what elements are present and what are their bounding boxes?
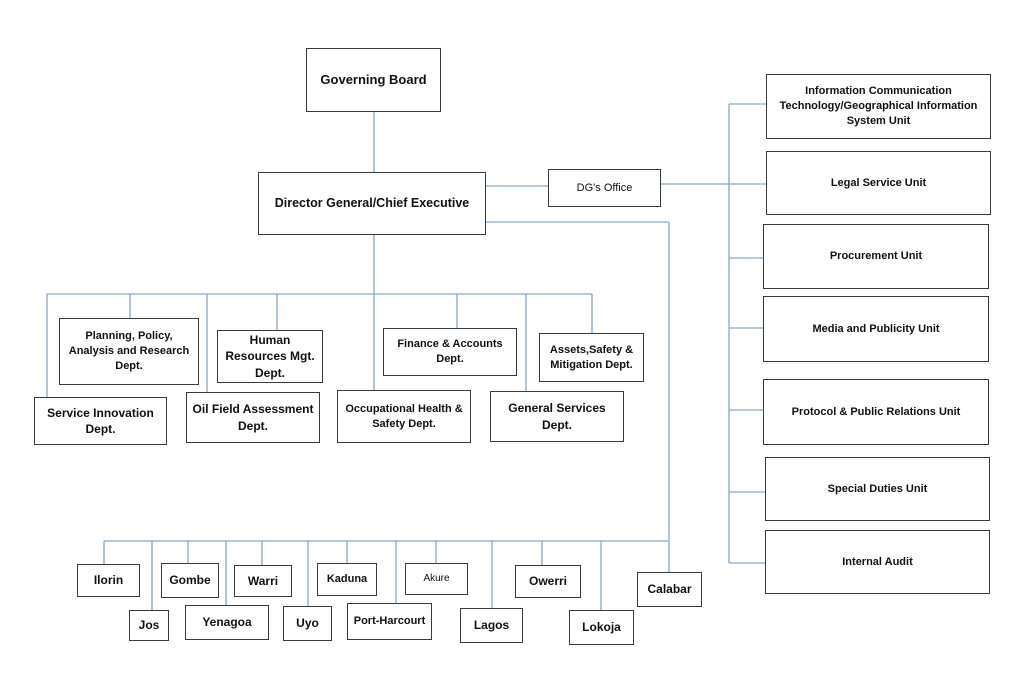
procurement-unit-label: Procurement Unit — [829, 250, 923, 263]
zone-lagos-label: Lagos — [473, 618, 510, 633]
zone-owerri-box: Owerri — [515, 565, 581, 598]
zone-port-harcourt-box: Port-Harcourt — [347, 603, 432, 640]
internal-audit-label: Internal Audit — [842, 555, 913, 568]
zone-gombe-label: Gombe — [169, 573, 211, 588]
finance-dept-label: Finance & Accounts Dept. — [397, 338, 503, 365]
ict-unit-box: Information Communication Technology/Geo… — [766, 74, 991, 139]
director-general-box: Director General/Chief Executive — [258, 172, 486, 235]
hr-dept-label: Human Resources Mgt. Dept. — [225, 333, 315, 380]
media-unit-box: Media and Publicity Unit — [763, 296, 989, 362]
occupational-dept-label: Occupational Health & Safety Dept. — [345, 402, 463, 430]
director-general-label: Director General/Chief Executive — [274, 196, 470, 211]
zone-uyo-box: Uyo — [283, 606, 332, 641]
zone-warri-box: Warri — [234, 565, 292, 597]
assets-dept-label: Assets,Safety & Mitigation Dept. — [549, 343, 634, 371]
zone-lagos-box: Lagos — [460, 608, 523, 643]
protocol-unit-box: Protocol & Public Relations Unit — [763, 379, 989, 445]
zone-lokoja-label: Lokoja — [582, 620, 621, 635]
zone-lokoja-box: Lokoja — [569, 610, 634, 645]
finance-dept-box: Finance & Accounts Dept. — [383, 328, 517, 376]
oil-field-dept-label: Oil Field Assessment Dept. — [192, 402, 314, 433]
general-services-dept-box: General Services Dept. — [490, 391, 624, 442]
ict-unit-label: Information Communication Technology/Geo… — [779, 85, 978, 127]
zone-uyo-label: Uyo — [296, 616, 319, 631]
zone-kaduna-label: Kaduna — [326, 573, 368, 586]
zone-port-harcourt-label: Port-Harcourt — [353, 615, 426, 628]
zone-calabar-label: Calabar — [647, 582, 692, 597]
zone-calabar-box: Calabar — [637, 572, 702, 607]
zone-ilorin-box: Ilorin — [77, 564, 140, 597]
zone-akure-box: Akure — [405, 563, 468, 595]
hr-dept-box: Human Resources Mgt. Dept. — [217, 330, 323, 383]
legal-unit-box: Legal Service Unit — [766, 151, 991, 215]
media-unit-label: Media and Publicity Unit — [812, 322, 940, 335]
zone-jos-box: Jos — [129, 610, 169, 641]
occupational-dept-box: Occupational Health & Safety Dept. — [337, 390, 471, 443]
zone-kaduna-box: Kaduna — [317, 563, 377, 596]
zone-akure-label: Akure — [423, 573, 450, 585]
special-duties-unit-label: Special Duties Unit — [827, 482, 928, 495]
special-duties-unit-box: Special Duties Unit — [765, 457, 990, 521]
dg-office-label: DG's Office — [576, 181, 633, 194]
planning-dept-box: Planning, Policy, Analysis and Research … — [59, 318, 199, 385]
zone-jos-label: Jos — [138, 618, 160, 633]
legal-unit-label: Legal Service Unit — [830, 176, 927, 189]
service-innovation-dept-label: Service Innovation Dept. — [47, 405, 154, 436]
zone-yenagoa-box: Yenagoa — [185, 605, 269, 640]
assets-dept-box: Assets,Safety & Mitigation Dept. — [539, 333, 644, 382]
zone-yenagoa-label: Yenagoa — [202, 615, 252, 630]
governing-board-label: Governing Board — [320, 72, 427, 88]
oil-field-dept-box: Oil Field Assessment Dept. — [186, 392, 320, 443]
procurement-unit-box: Procurement Unit — [763, 224, 989, 289]
protocol-unit-label: Protocol & Public Relations Unit — [791, 405, 961, 418]
dg-office-box: DG's Office — [548, 169, 661, 207]
planning-dept-label: Planning, Policy, Analysis and Research … — [68, 330, 190, 372]
zone-gombe-box: Gombe — [161, 563, 219, 598]
zone-owerri-label: Owerri — [528, 574, 567, 589]
zone-ilorin-label: Ilorin — [93, 573, 124, 588]
internal-audit-box: Internal Audit — [765, 530, 990, 594]
general-services-dept-label: General Services Dept. — [508, 401, 606, 432]
governing-board-box: Governing Board — [306, 48, 441, 112]
service-innovation-dept-box: Service Innovation Dept. — [34, 397, 167, 445]
zone-warri-label: Warri — [247, 573, 279, 588]
